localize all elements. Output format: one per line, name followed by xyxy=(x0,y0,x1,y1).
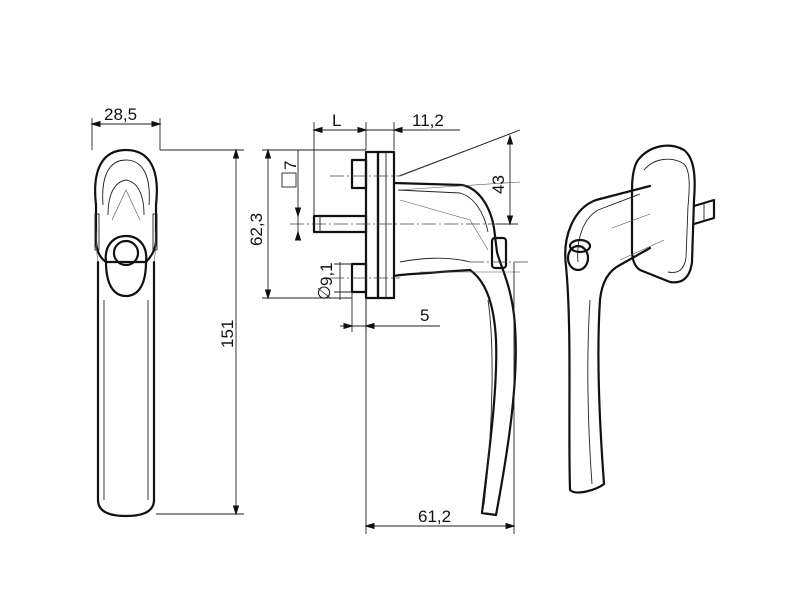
front-view-dimensions: 28,5 151 xyxy=(90,105,244,516)
dim-square-spindle: 7 xyxy=(281,161,300,170)
dim-screw-diameter: 9,1 xyxy=(317,262,336,286)
front-view xyxy=(94,148,158,518)
dim-spindle-length: L xyxy=(332,111,341,130)
dim-screw-diameter-symbol: ∅ xyxy=(315,285,334,300)
dim-height-total: 151 xyxy=(218,320,237,348)
dim-screw-offset: 5 xyxy=(420,306,429,325)
side-view-centerlines xyxy=(290,129,530,279)
dim-handle-projection: 61,2 xyxy=(418,507,451,526)
dim-rose-height: 43 xyxy=(489,175,508,194)
dim-width-top: 28,5 xyxy=(104,105,137,124)
perspective-view xyxy=(564,144,716,494)
side-view xyxy=(312,150,517,517)
dim-screw-spacing: 62,3 xyxy=(247,213,266,246)
side-view-dimensions: L 11,2 7 62,3 ∅ 9,1 5 xyxy=(247,111,521,534)
dim-rosette-offset: 11,2 xyxy=(412,111,444,130)
